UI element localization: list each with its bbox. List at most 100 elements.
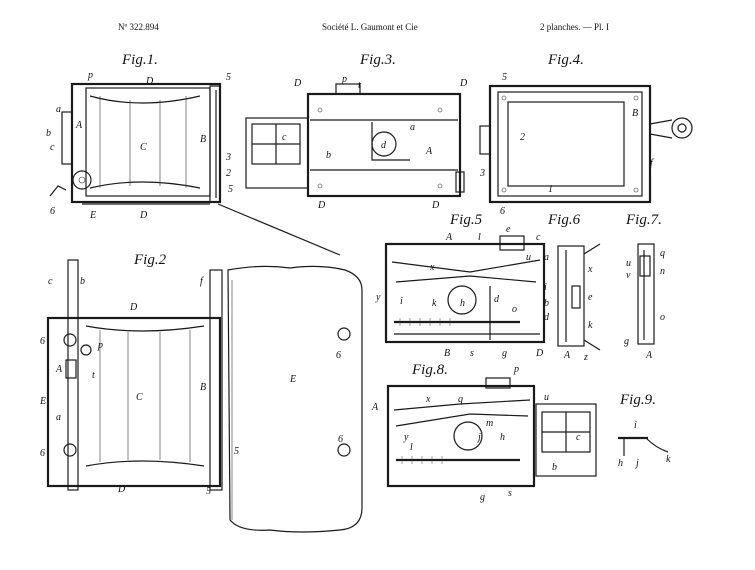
- fig2-label-6c: 6: [336, 350, 341, 361]
- fig2-label-6: 6: [40, 336, 45, 347]
- fig3-label-D: D: [293, 78, 302, 89]
- fig2-label-p: p: [97, 340, 103, 351]
- fig2-label-D2: D: [117, 484, 126, 495]
- fig8-label-c: c: [576, 432, 581, 443]
- fig1-label-a: a: [56, 104, 61, 115]
- fig5-label-u: u: [526, 252, 531, 263]
- fig1-label-6: 6: [50, 206, 55, 217]
- fig7-label-o: o: [660, 312, 665, 323]
- fig9-drawing: [618, 438, 668, 456]
- fig2-label-E: E: [289, 374, 296, 385]
- fig1-label-b: b: [46, 128, 51, 139]
- fig5-label-x: x: [429, 262, 435, 273]
- fig5-label-c: c: [536, 232, 541, 243]
- fig1-label-5b: 5: [228, 184, 233, 195]
- fig2-label-5: 5: [234, 446, 239, 457]
- fig6-label-k: k: [588, 320, 593, 331]
- fig1-label-c: c: [50, 142, 55, 153]
- fig1-label-B: B: [200, 134, 206, 145]
- fig4-label-2: 2: [520, 132, 525, 143]
- fig2-label-t: t: [92, 370, 95, 381]
- fig1-label-A: A: [75, 120, 83, 131]
- fig5-drawing: [386, 236, 544, 342]
- fig5-label-o: o: [512, 304, 517, 315]
- fig1-drawing: [50, 84, 340, 255]
- fig5-label-D: D: [535, 348, 544, 359]
- fig4-label-f: f: [650, 158, 654, 169]
- fig2-drawing: [48, 260, 362, 532]
- fig4-label-B: B: [632, 108, 638, 119]
- fig8-label-l: l: [410, 442, 413, 453]
- fig2-label-5b: 5: [206, 486, 211, 497]
- fig2-label-c: c: [48, 276, 53, 287]
- fig4-label-6: 6: [500, 206, 505, 217]
- fig8-label-y: y: [403, 432, 409, 443]
- fig6-label-a: a: [544, 252, 549, 263]
- fig5-label-l: l: [478, 232, 481, 243]
- fig7-label-v: v: [626, 270, 631, 281]
- fig2-label-D: D: [129, 302, 138, 313]
- fig3-label-c: c: [282, 132, 287, 143]
- fig1-label-C: C: [140, 142, 147, 153]
- fig3-label-D3: D: [317, 200, 326, 211]
- fig1-label-E: E: [89, 210, 96, 221]
- fig2-label-f: f: [200, 276, 204, 287]
- fig6-label-b: b: [544, 298, 549, 309]
- fig5-label-g: g: [502, 348, 507, 359]
- fig5-label-i: i: [400, 296, 403, 307]
- fig3-label-D2: D: [459, 78, 468, 89]
- fig6-label-A: A: [563, 350, 571, 361]
- fig3-label-a: a: [410, 122, 415, 133]
- fig8-label-p: p: [513, 364, 519, 375]
- fig4-label-3: 3: [479, 168, 485, 179]
- fig1-label-2: 2: [226, 168, 231, 179]
- fig6-label-z: z: [583, 352, 588, 363]
- fig4-label-5: 5: [502, 72, 507, 83]
- fig9-label-i: i: [634, 420, 637, 431]
- fig8-label-A: A: [371, 402, 379, 413]
- fig8-label-h: h: [500, 432, 505, 443]
- fig8-label-s: s: [508, 488, 512, 499]
- fig2-label-E-prime: E': [39, 396, 49, 407]
- fig5-label-s: s: [470, 348, 474, 359]
- fig9-labels: i h j k: [618, 420, 671, 469]
- fig8-label-u: u: [544, 392, 549, 403]
- fig2-label-a: a: [56, 412, 61, 423]
- fig7-label-A: A: [645, 350, 653, 361]
- fig3-label-D4: D: [431, 200, 440, 211]
- fig2-label-b: b: [80, 276, 85, 287]
- fig8-label-g: g: [480, 492, 485, 503]
- fig1-label-3: 3: [225, 152, 231, 163]
- fig7-label-u: u: [626, 258, 631, 269]
- fig2-label-C: C: [136, 392, 143, 403]
- fig9-label-k: k: [666, 454, 671, 465]
- fig3-label-A: A: [425, 146, 433, 157]
- fig5-label-d: d: [494, 294, 500, 305]
- fig5-label-A: A: [445, 232, 453, 243]
- fig2-label-6b: 6: [40, 448, 45, 459]
- fig7-label-n: n: [660, 266, 665, 277]
- fig9-label-j: j: [634, 458, 639, 469]
- fig8-drawing: [388, 378, 596, 486]
- fig5-label-h: h: [460, 298, 465, 309]
- fig4-drawing: [480, 86, 692, 202]
- fig8-label-x: x: [425, 394, 431, 405]
- fig8-labels: A x q p u m y j h l g s c b: [371, 364, 581, 503]
- fig2-label-6d: 6: [338, 434, 343, 445]
- fig7-drawing: [638, 244, 654, 344]
- fig1-label-D2: D: [139, 210, 148, 221]
- fig7-label-q: q: [660, 248, 665, 259]
- fig3-label-p: p: [341, 74, 347, 85]
- fig2-label-A: A: [55, 364, 63, 375]
- fig3-label-d: d: [381, 140, 387, 151]
- fig8-label-j: j: [476, 432, 481, 443]
- fig6-label-e: e: [588, 292, 593, 303]
- fig1-label-5: 5: [226, 72, 231, 83]
- fig5-label-B: B: [444, 348, 450, 359]
- fig5-label-y: y: [375, 292, 381, 303]
- fig8-label-m: m: [486, 418, 493, 429]
- fig5-label-k: k: [432, 298, 437, 309]
- fig5-label-e: e: [506, 224, 511, 235]
- fig3-label-t: t: [358, 80, 361, 91]
